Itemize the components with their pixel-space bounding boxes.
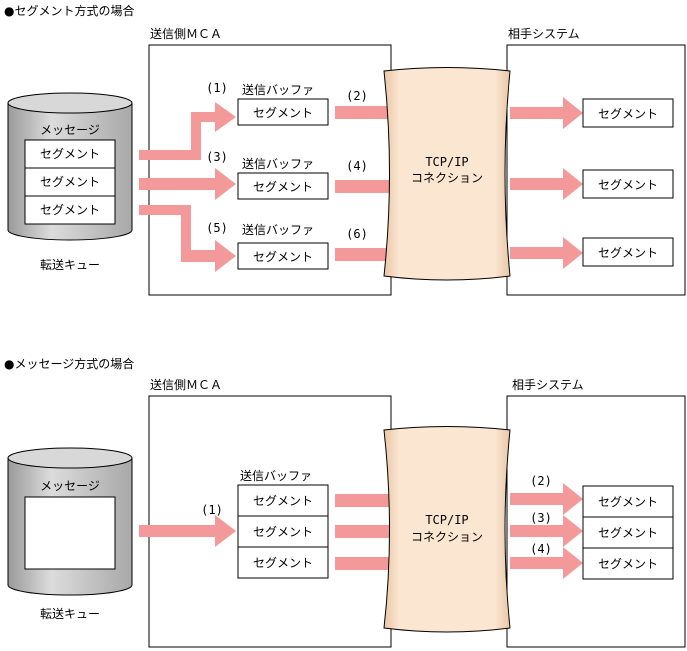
send-buffer-label: 送信バッファ [240,468,312,483]
step-label: (3) [530,511,552,525]
send-buffer-box [237,98,329,126]
queue-segment-label: セグメント [40,175,100,189]
send-buffer-segment: セグメント [253,106,313,120]
receiver-segment-box [582,169,674,199]
step-label: (4) [346,159,368,173]
tcpip-connection [383,426,511,633]
step-label: (6) [346,227,368,241]
section1-sender-title: 送信側ＭＣＡ [150,26,222,41]
transfer-queue-cylinder: メッセージ [7,447,133,596]
section1-title: ●セグメント方式の場合 [4,3,134,18]
queue-segment-box [24,167,116,197]
arrow-queue-to-buffer-2 [139,168,236,200]
arrow-connection-to-receiver [510,237,583,269]
receiver-segment-box [582,485,674,518]
arrow-connection-to-receiver [510,515,583,547]
section-segment-mode: ●セグメント方式の場合 送信側ＭＣＡ 相手システム メッセージ セグメント セグ… [4,3,686,296]
arrow-connection-to-receiver [510,547,583,579]
receiver-segment-label: セグメント [598,107,658,121]
arrow-queue-to-buffer-3 [139,205,236,272]
section2-title: ●メッセージ方式の場合 [4,356,134,371]
arrow-buffer-to-connection [335,180,391,193]
step-label: (3) [206,150,228,164]
send-buffer-label: 送信バッファ [242,156,314,171]
receiver-segment-box [582,516,674,549]
arrow-buffer-to-connection [335,525,391,538]
step-label: (1) [201,503,223,517]
send-buffer-segment: セグメント [253,250,313,264]
receiver-segment-label: セグメント [598,526,658,540]
queue-caption: 転送キュー [40,257,100,272]
send-buffer-box [237,546,329,579]
arrow-buffer-to-connection [335,494,391,507]
receiver-segment-label: セグメント [598,557,658,571]
section2-sender-title: 送信側ＭＣＡ [150,377,222,392]
tcpip-connection [383,67,511,281]
arrow-connection-to-receiver [510,168,583,200]
step-label: (2) [530,474,552,488]
queue-message-label: メッセージ [40,479,100,493]
send-buffer-label: 送信バッファ [242,222,314,237]
queue-segment-box [24,195,116,225]
arrow-buffer-to-connection [335,248,391,261]
send-buffer-segment: セグメント [253,556,313,570]
send-buffer-segment: セグメント [253,525,313,539]
receiver-segment-label: セグメント [598,178,658,192]
send-buffer-segment: セグメント [253,494,313,508]
queue-message-box [24,496,116,570]
arrow-queue-to-buffer-1 [139,102,236,160]
send-buffer-box [237,484,329,517]
queue-message-label: メッセージ [40,123,100,137]
section2-receiver-title: 相手システム [512,378,584,392]
connection-label: TCP/IP [425,513,468,527]
queue-caption: 転送キュー [40,606,100,621]
step-label: (1) [206,81,228,95]
arrow-queue-to-buffer [139,515,236,547]
send-buffer-box [237,172,329,200]
receiver-segment-label: セグメント [598,495,658,509]
step-label: (2) [346,89,368,103]
arrow-connection-to-receiver [510,97,583,129]
arrow-connection-to-receiver [510,483,583,515]
receiver-segment-label: セグメント [598,246,658,260]
connection-label: コネクション [411,171,483,185]
receiver-segment-box [582,98,674,128]
connection-label: TCP/IP [425,155,468,169]
send-buffer-segment: セグメント [253,180,313,194]
queue-segment-label: セグメント [40,203,100,217]
send-buffer-box [237,242,329,270]
transfer-queue-cylinder: メッセージ セグメント セグメント セグメント [7,92,133,241]
receiver-segment-box [582,547,674,580]
arrow-buffer-to-connection [335,106,391,119]
connection-label: コネクション [411,530,483,544]
queue-segment-label: セグメント [40,147,100,161]
send-buffer-box [237,515,329,548]
section-message-mode: ●メッセージ方式の場合 送信側ＭＣＡ 相手システム メッセージ 転送キュー (1… [4,356,686,648]
send-buffer-label: 送信バッファ [242,82,314,97]
step-label: (4) [530,542,552,556]
step-label: (5) [206,221,228,235]
arrow-buffer-to-connection [335,557,391,570]
section1-receiver-title: 相手システム [508,27,580,41]
receiver-segment-box [582,237,674,267]
